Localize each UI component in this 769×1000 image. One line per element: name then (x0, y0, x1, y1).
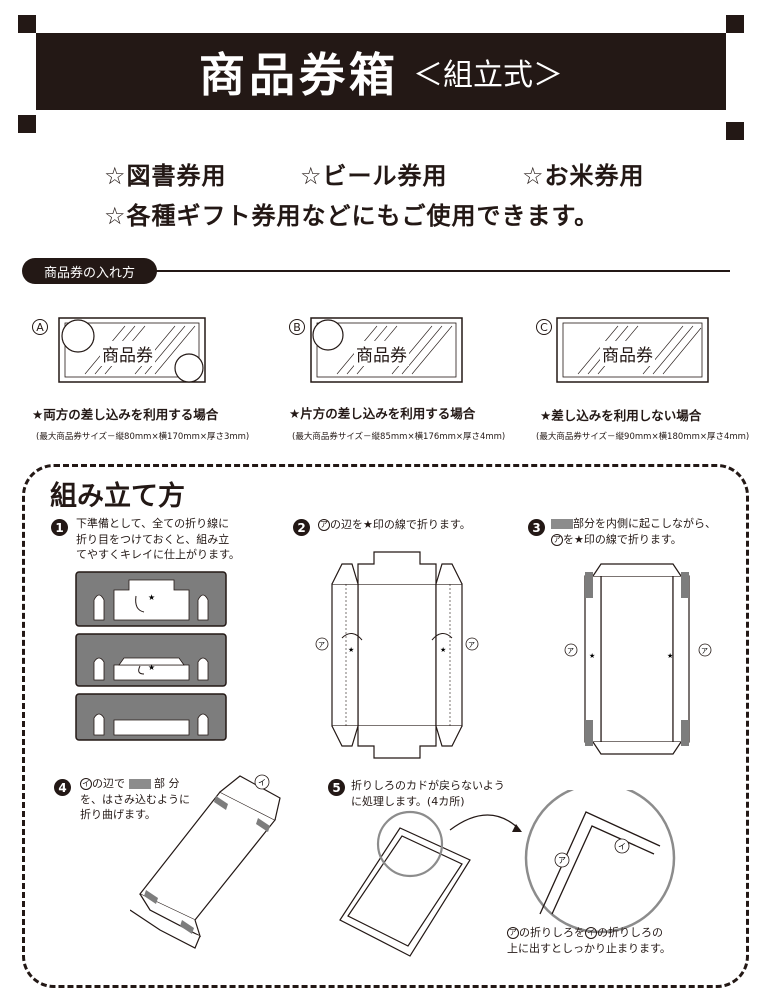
page-subtitle: ＜組立式＞ (413, 57, 563, 93)
gray-swatch (551, 519, 573, 529)
step5-diagram: ア イ (339, 790, 676, 957)
corner-square (726, 15, 744, 33)
label-a: ア (468, 641, 475, 649)
header-title: 商品券箱 ＜組立式＞ (36, 33, 726, 110)
section-rule (150, 270, 730, 272)
step-number: 3 (528, 519, 545, 536)
step-number: 5 (328, 779, 345, 796)
a-mark: ア (551, 533, 563, 546)
label-a: ア (701, 647, 708, 655)
svg-text:★: ★ (589, 652, 595, 660)
feature-item: ☆ビール券用 (300, 162, 448, 190)
option-mark: B (289, 319, 305, 335)
step-text-body: 部分を内側に起こしながら、 (573, 517, 716, 530)
label-i: イ (618, 842, 626, 851)
i-mark: イ (585, 927, 597, 939)
option-mark: C (536, 319, 552, 335)
note-text: の折りしろの (597, 926, 663, 939)
svg-text:★: ★ (667, 652, 673, 660)
feature-line: ☆各種ギフト券用などにもご使用できます。 (104, 202, 600, 230)
option-note: (最大商品券サイズ－縦90mm×横180mm×厚さ4mm) (536, 432, 750, 442)
step-text: 部分を内側に起こしながら、アを★印の線で折ります。 (551, 516, 716, 547)
ticket-label: 商品券 (354, 341, 409, 366)
corner-square (18, 115, 36, 133)
header-banner (36, 33, 726, 110)
feature-item: ☆図書券用 (104, 162, 227, 190)
step-text: 下準備として、全ての折り線に 折り目をつけておくと、組み立 てやすくキレイに仕上… (76, 517, 240, 561)
section-label: 商品券の入れ方 (22, 258, 157, 284)
step-text-body: の辺を★印の線で折ります。 (330, 518, 471, 531)
ticket-label: 商品券 (600, 341, 655, 366)
step-text: 折りしろのカドが戻らないよう に処理します。(4カ所) (351, 779, 505, 808)
option-caption: ★差し込みを利用しない場合 (540, 408, 702, 423)
step-text-body: を、はさみ込むように 折り曲げます。 (80, 792, 190, 822)
option-note: (最大商品券サイズ－縦80mm×横170mm×厚さ3mm) (36, 432, 250, 442)
corner-square (726, 122, 744, 140)
step3-folding-box: ★ ★ ア ア (564, 563, 712, 755)
label-a: ア (567, 647, 574, 655)
label-a: ア (558, 856, 566, 865)
page-title: 商品券箱 (199, 47, 399, 102)
step-number: 1 (51, 519, 68, 536)
step-number: 4 (54, 779, 71, 796)
step-text-body: 部 分 (154, 777, 180, 790)
label-i: イ (258, 778, 266, 787)
svg-text:★: ★ (148, 663, 155, 672)
option-caption: ★両方の差し込みを利用する場合 (32, 407, 219, 422)
note-text: 上に出すとしっかり止まります。 (507, 941, 671, 955)
ticket-diagram-one (310, 317, 463, 383)
ticket-label: 商品券 (100, 341, 155, 366)
svg-text:★: ★ (148, 593, 155, 602)
label-a: ア (318, 641, 325, 649)
step4-diagram: イ (130, 774, 281, 949)
assembly-title: 組み立て方 (50, 481, 185, 512)
a-mark: ア (318, 519, 330, 531)
step-text-body: の辺で (92, 777, 125, 790)
step-number: 2 (293, 519, 310, 536)
option-caption: ★片方の差し込みを利用する場合 (289, 406, 476, 421)
option-note: (最大商品券サイズ－縦85mm×横176mm×厚さ4mm) (292, 432, 506, 442)
feature-item: ☆お米券用 (522, 162, 645, 190)
step-text: アの辺を★印の線で折ります。 (318, 517, 471, 533)
option-mark: A (32, 319, 48, 335)
step-text: イの辺で 部 分を、はさみ込むように 折り曲げます。 (80, 776, 190, 823)
assembly-panel (22, 464, 749, 988)
step1-panels: ★ ★ (75, 571, 227, 741)
step2-unfolded-box: ★ ★ ア ア (315, 551, 479, 759)
i-mark: イ (80, 778, 92, 790)
detail-note: アの折りしろをイの折りしろの上に出すとしっかり止まります。 (507, 925, 671, 956)
a-mark: ア (507, 927, 519, 939)
svg-text:★: ★ (348, 646, 354, 654)
svg-text:★: ★ (440, 646, 446, 654)
note-text: の折りしろを (519, 926, 585, 939)
step-text-body: を★印の線で折ります。 (563, 532, 682, 546)
corner-square (18, 15, 36, 33)
gray-swatch (128, 779, 151, 789)
